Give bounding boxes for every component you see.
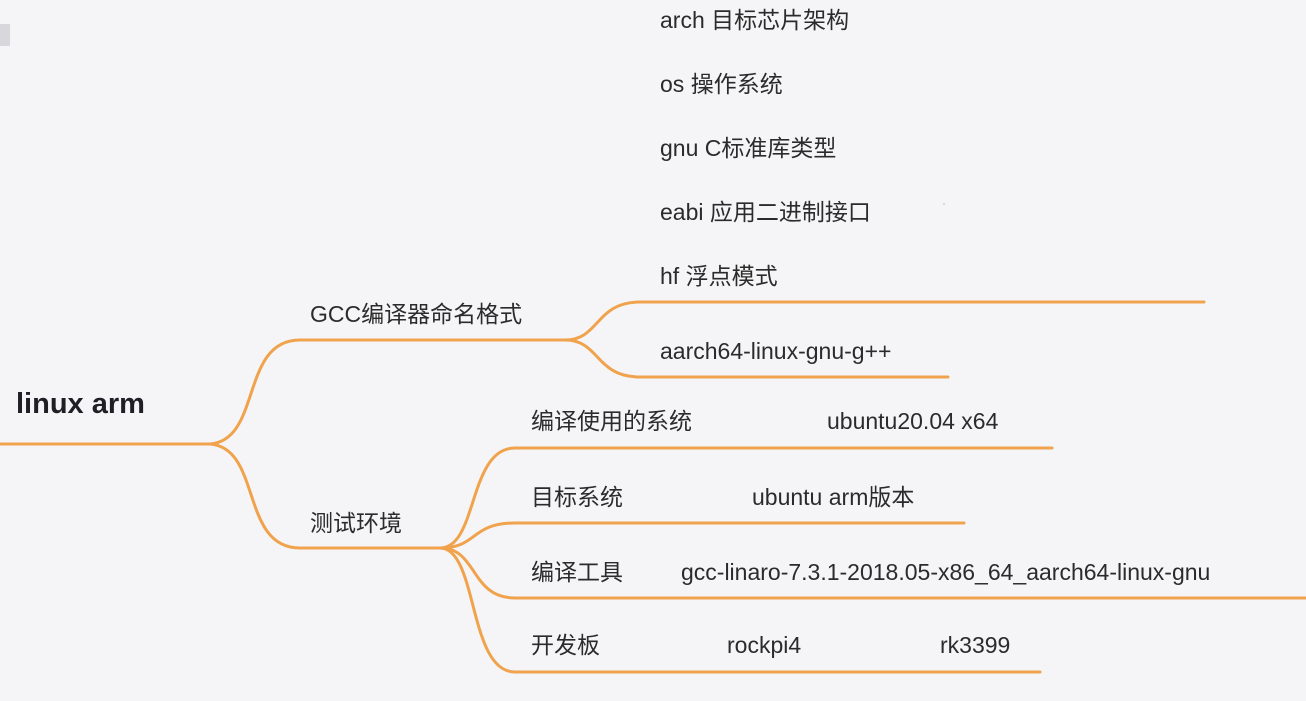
gcc-example-label: aarch64-linux-gnu-g++	[660, 338, 892, 364]
format-part-key: os	[660, 71, 685, 97]
format-part-key: hf	[660, 263, 680, 289]
target-os-value: ubuntu arm版本	[752, 484, 915, 510]
edge-root-gcc	[208, 338, 567, 446]
edge-gcc-format	[563, 300, 1206, 342]
toolchain-label: 编译工具	[531, 559, 623, 585]
format-part-desc: 浮点模式	[685, 263, 778, 289]
format-part-desc: C标准库类型	[704, 135, 837, 161]
dev-board-label: 开发板	[531, 632, 600, 658]
dev-board-value: rockpi4	[727, 632, 802, 658]
root-node-label: linux arm	[16, 388, 145, 420]
dev-board-chip: rk3399	[940, 632, 1011, 658]
edge-test-toolchain	[438, 546, 1306, 600]
edge-root-test	[208, 442, 442, 550]
format-part-desc: 目标芯片架构	[711, 7, 850, 33]
format-part-arch: arch 目标芯片架构	[660, 9, 849, 32]
target-os-label: 目标系统	[531, 484, 623, 510]
format-part-hf: hf 浮点模式	[660, 265, 778, 288]
format-part-desc: 应用二进制接口	[709, 199, 871, 225]
dot-artifact	[943, 203, 945, 205]
build-os-value: ubuntu20.04 x64	[827, 408, 999, 434]
format-part-eabi: eabi 应用二进制接口	[660, 201, 871, 224]
edge-gcc-example	[563, 338, 950, 379]
edge-test-target-os	[438, 521, 966, 550]
build-os-label: 编译使用的系统	[531, 408, 692, 434]
test-env-label: 测试环境	[310, 510, 402, 536]
gcc-naming-label: GCC编译器命名格式	[310, 301, 523, 327]
corner-artifact	[0, 24, 10, 46]
format-part-key: eabi	[660, 199, 704, 225]
edge-test-board	[438, 546, 1042, 674]
edge-test-build-os	[438, 446, 1054, 550]
toolchain-value: gcc-linaro-7.3.1-2018.05-x86_64_aarch64-…	[681, 559, 1211, 585]
format-part-desc: 操作系统	[690, 71, 783, 97]
format-part-os: os 操作系统	[660, 73, 783, 96]
format-part-gnu: gnu C标准库类型	[660, 137, 836, 160]
format-part-key: arch	[660, 7, 705, 33]
format-part-key: gnu	[660, 135, 699, 161]
